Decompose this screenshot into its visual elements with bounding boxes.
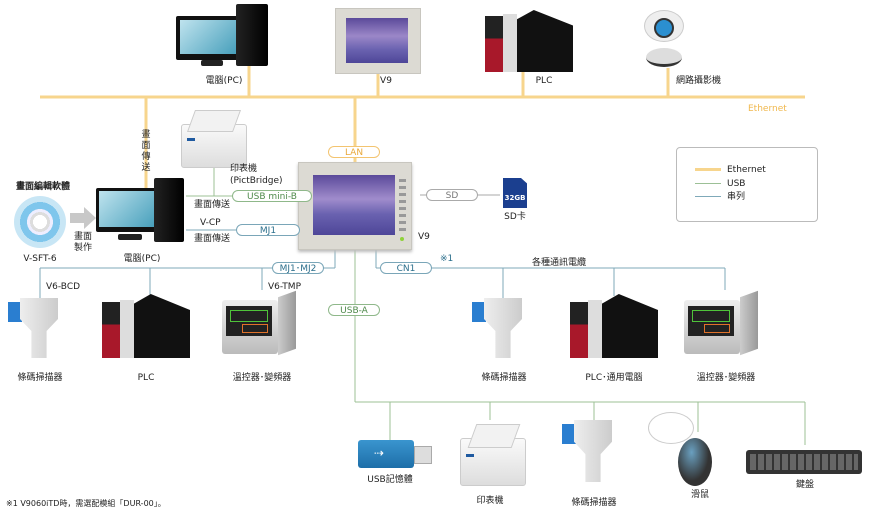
- pc-top-icon: [176, 2, 272, 68]
- screen-transfer-label-1: 畫面傳送: [194, 200, 231, 210]
- usb-device-4-label: 滑鼠: [690, 490, 710, 500]
- webcam-icon: [640, 6, 688, 68]
- printer-pictbridge-icon: [177, 108, 249, 168]
- port-lan: LAN: [328, 146, 380, 158]
- printer-label-1: 印表機: [230, 164, 258, 174]
- plc-top-icon: [485, 10, 573, 72]
- comm-cable-label: 各種通訊電纜: [532, 258, 587, 268]
- port-cn1: CN1: [380, 262, 432, 274]
- software-disc-icon: [14, 196, 66, 248]
- usb-device-2-label: 印表機: [476, 496, 504, 506]
- temp-controller-left-icon: [222, 290, 298, 356]
- sd-card-label: SD卡: [504, 212, 526, 222]
- usb-device-3-label: 條碼掃描器: [571, 498, 617, 508]
- legend-item-serial: 串列: [695, 192, 745, 203]
- legend: Ethernet USB 串列: [676, 147, 818, 222]
- legend-item-usb: USB: [695, 179, 745, 190]
- legend-item-ethernet: Ethernet: [695, 165, 766, 176]
- v6-bcd-label: V6-BCD: [46, 282, 81, 292]
- plc-left-icon: [102, 294, 190, 358]
- pc-left-icon: [96, 178, 186, 244]
- usb-memory-icon: ⇢: [358, 440, 432, 468]
- serial-left-device-1-label: 條碼掃描器: [17, 373, 63, 383]
- screen-transfer-label-2: 畫面傳送: [194, 234, 231, 244]
- software-title: 畫面編輯軟體: [16, 182, 71, 192]
- usb-device-5-label: 鍵盤: [795, 480, 815, 490]
- barcode-scanner-left-icon: [8, 298, 64, 360]
- software-name: V-SFT-6: [23, 254, 57, 264]
- port-mj1: MJ1: [236, 224, 300, 236]
- vcp-label: V-CP: [200, 218, 221, 228]
- serial-right-device-2-label: PLC･通用電腦: [585, 373, 643, 383]
- make-screen-label: 畫面製作: [73, 232, 92, 253]
- printer-usb-icon: [458, 420, 526, 486]
- keyboard-icon: [746, 450, 862, 474]
- webcam-label: 網路攝影機: [676, 76, 722, 86]
- temp-controller-right-icon: [684, 290, 760, 356]
- port-mj1-mj2: MJ1･MJ2: [272, 262, 324, 274]
- sd-card-icon: 32GB: [503, 178, 527, 208]
- serial-right-device-3-label: 溫控器･變頻器: [696, 373, 756, 383]
- screen-transfer-vertical-label: 畫面傳送: [141, 130, 151, 173]
- port-usb-mini-b: USB mini-B: [232, 190, 312, 202]
- v9-top-icon: [335, 8, 421, 74]
- port-usb-a: USB-A: [328, 304, 380, 316]
- port-sd: SD: [426, 189, 478, 201]
- printer-label-2: (PictBridge): [230, 176, 283, 186]
- usb-device-1-label: USB記憶體: [367, 475, 413, 485]
- barcode-scanner-usb-icon: [562, 420, 618, 486]
- plc-right-icon: [570, 294, 658, 358]
- plc-top-label: PLC: [535, 76, 553, 86]
- v9-hmi-icon: [298, 162, 412, 250]
- v6-tmp-label: V6-TMP: [268, 282, 301, 292]
- serial-left-device-2-label: PLC: [137, 373, 155, 383]
- footnote: ※1 V9060iTD時，需選配模組「DUR-00」。: [6, 499, 166, 508]
- serial-left-device-3-label: 溫控器･變頻器: [232, 373, 292, 383]
- sd-card-capacity: 32GB: [504, 194, 526, 202]
- note-mark: ※1: [440, 254, 454, 264]
- serial-right-device-1-label: 條碼掃描器: [481, 373, 527, 383]
- v9-center-label: V9: [418, 232, 430, 242]
- ethernet-bus-label: Ethernet: [748, 104, 787, 114]
- arrow-icon: [70, 207, 96, 229]
- pc-left-label: 電腦(PC): [123, 254, 161, 264]
- pc-top-label: 電腦(PC): [205, 76, 243, 86]
- barcode-scanner-right-icon: [472, 298, 528, 360]
- v9-top-label: V9: [380, 76, 392, 86]
- mouse-icon: [648, 410, 718, 486]
